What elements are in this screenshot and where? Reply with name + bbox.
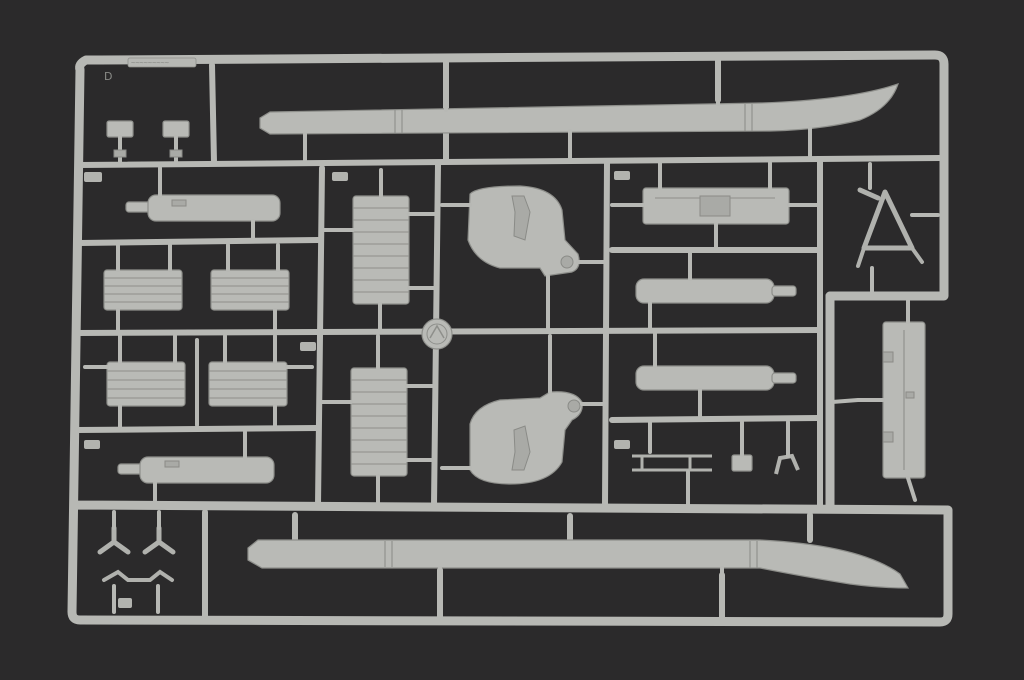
side-panel bbox=[830, 298, 926, 502]
small-brackets-top-left bbox=[106, 120, 190, 164]
cylinder-part-3 bbox=[635, 250, 797, 332]
fender-bottom bbox=[247, 539, 910, 589]
cylinder-part-4 bbox=[635, 331, 797, 422]
housing-upper bbox=[440, 185, 607, 332]
fender-top bbox=[259, 83, 899, 162]
small-bracket-set bbox=[632, 420, 800, 507]
center-hub bbox=[421, 318, 453, 350]
sprue-id-tab: ~~~~~~~~~ D bbox=[84, 57, 630, 608]
sprue-letter: D bbox=[104, 70, 112, 83]
grille-block-4 bbox=[195, 334, 314, 430]
grille-block-3 bbox=[83, 334, 186, 430]
cylinder-part-1 bbox=[125, 166, 281, 242]
small-fittings-bottom-left bbox=[97, 510, 176, 614]
triangle-bracket bbox=[856, 162, 940, 296]
grille-block-2 bbox=[210, 243, 290, 335]
sprue-frame bbox=[67, 50, 953, 627]
housing-lower bbox=[440, 334, 607, 485]
cylinder-part-2 bbox=[117, 430, 275, 507]
track-grille-2 bbox=[318, 334, 436, 507]
svg-text:~~~~~~~~~: ~~~~~~~~~ bbox=[131, 59, 169, 67]
track-grille-1 bbox=[320, 168, 438, 332]
hull-plate bbox=[610, 161, 820, 252]
grille-block-1 bbox=[103, 243, 183, 335]
